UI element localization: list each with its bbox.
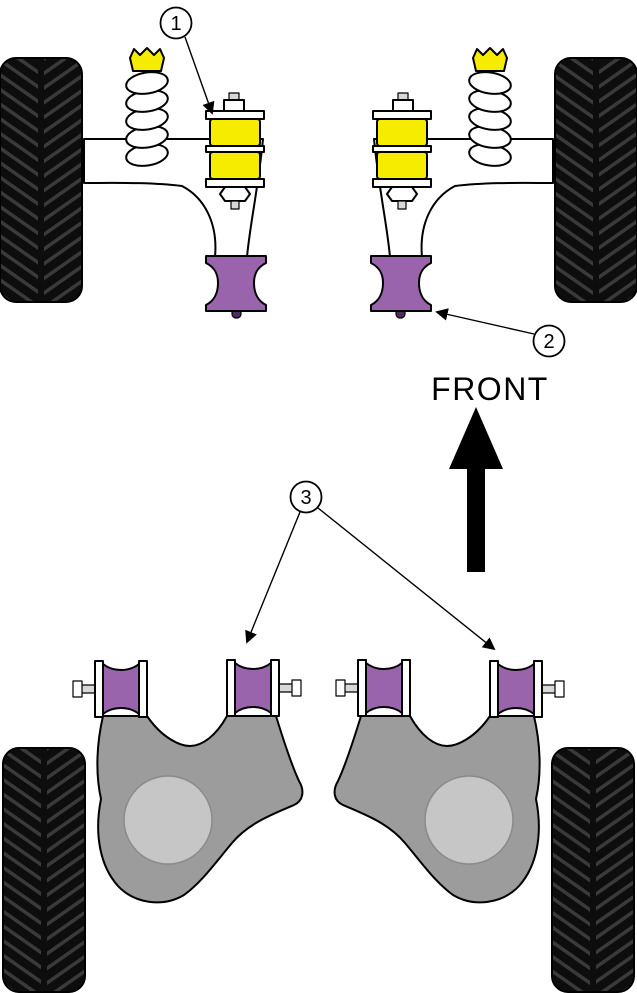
callout-2-label: 2 <box>543 331 554 353</box>
leader-line-3b <box>317 507 496 651</box>
callout-1: 1 <box>159 6 215 115</box>
callout-1-circle <box>159 6 193 40</box>
callout-2-circle <box>532 324 566 358</box>
callout-3-circle <box>289 480 323 514</box>
callout-3-label: 3 <box>300 487 311 509</box>
rear-left-assembly <box>3 660 302 992</box>
callout-2: 2 <box>435 308 566 358</box>
front-label: FRONT <box>431 371 549 407</box>
callout-1-label: 1 <box>170 13 181 35</box>
front-right-assembly <box>371 48 637 318</box>
leader-line-3a <box>245 511 301 644</box>
leader-line-2 <box>435 308 535 335</box>
front-direction-arrow <box>449 407 503 572</box>
front-left-assembly <box>0 48 266 318</box>
callout-3: 3 <box>245 480 496 651</box>
leader-line-1 <box>184 36 215 115</box>
rear-right-assembly <box>335 660 634 992</box>
